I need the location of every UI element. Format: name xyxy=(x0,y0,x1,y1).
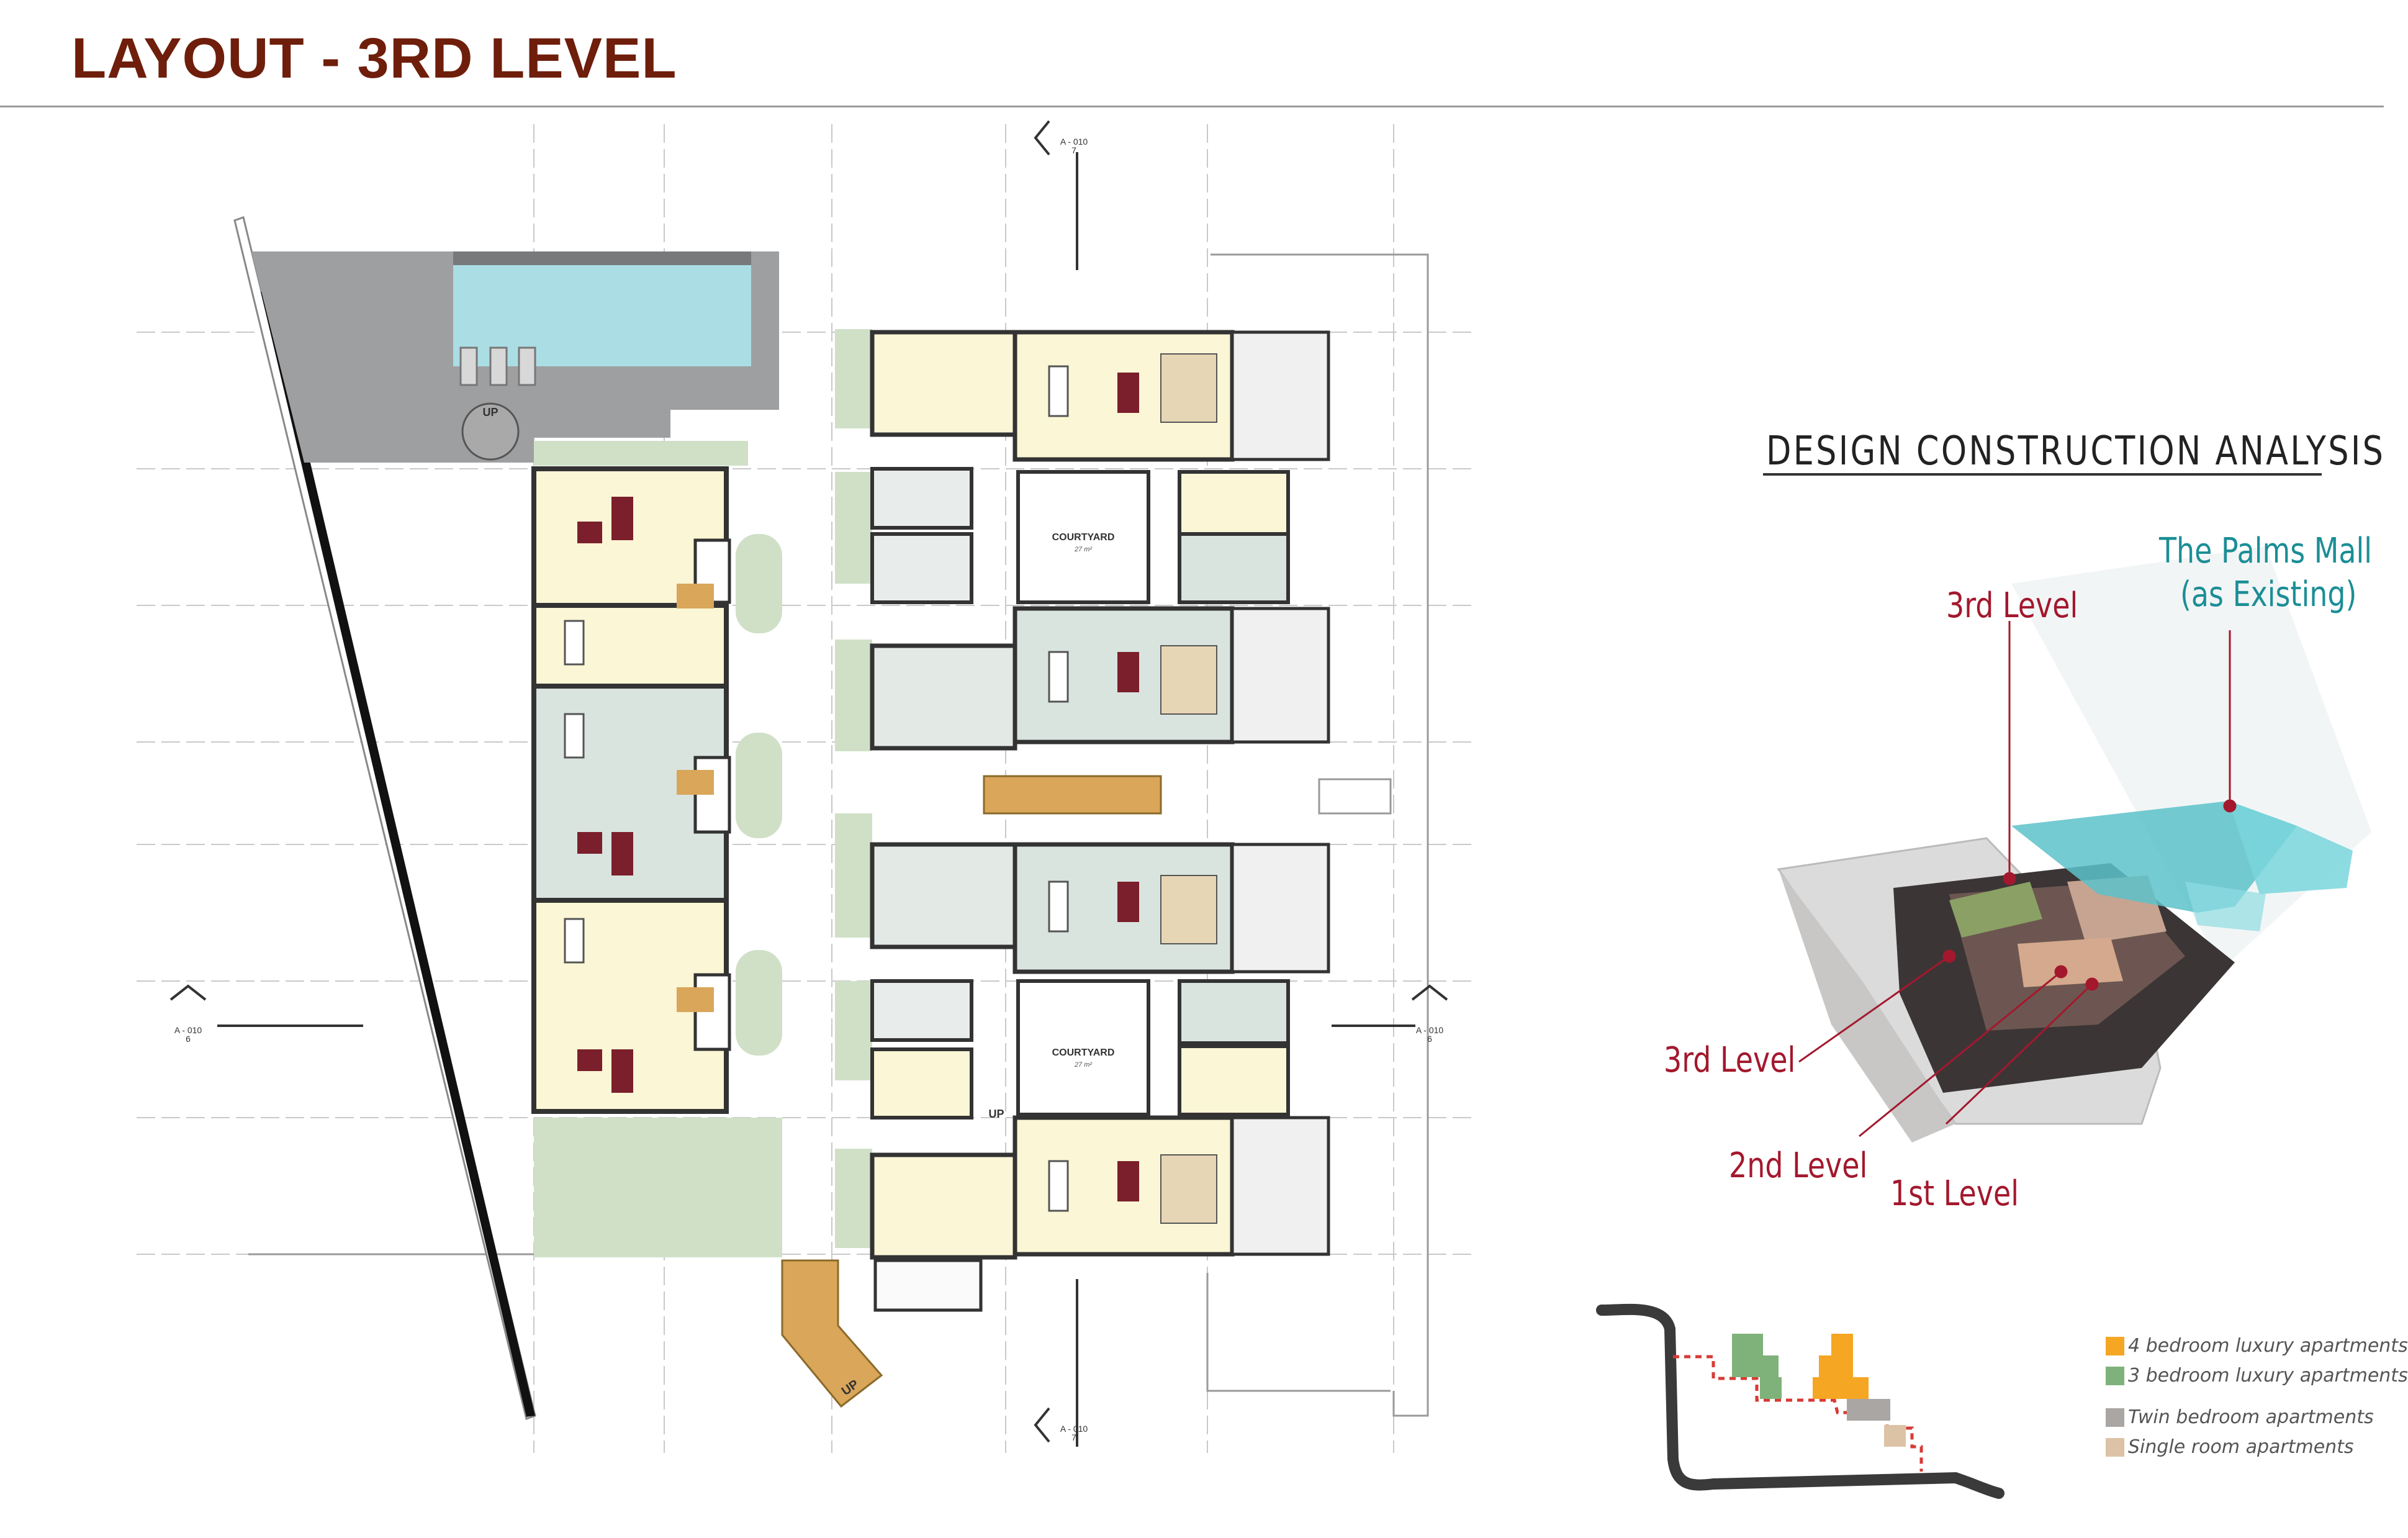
landscape xyxy=(534,329,872,1257)
mall-label-line2: (as Existing) xyxy=(2180,574,2357,615)
legend-swatch-orange xyxy=(2106,1336,2124,1355)
mall-label-line1: The Palms Mall xyxy=(2159,531,2373,571)
spiral-stair-up-label: UP xyxy=(482,406,498,418)
analysis-title: DESIGN CONSTRUCTION ANALYSIS xyxy=(1766,428,2386,474)
courtyard-label-1: COURTYARD xyxy=(1052,532,1115,543)
section-marker-bottom-ref: A - 010 xyxy=(1060,1424,1088,1434)
sun-loungers xyxy=(459,346,536,386)
stair-up-label-2: UP xyxy=(988,1108,1004,1120)
legend-label: Twin bedroom apartments xyxy=(2128,1406,2374,1428)
legend-item-3-bedroom: 3 bedroom luxury apartments xyxy=(2106,1365,2408,1386)
title-divider xyxy=(0,106,2384,107)
west-building xyxy=(531,466,731,1114)
section-marker-top-num: 7 xyxy=(1071,145,1076,155)
page-title: LAYOUT - 3RD LEVEL xyxy=(71,27,677,90)
legend-item-single-room: Single room apartments xyxy=(2106,1436,2354,1458)
section-marker-right-ref: A - 010 xyxy=(1416,1025,1444,1035)
east-building-bottom xyxy=(870,842,1330,1312)
legend-label: Single room apartments xyxy=(2128,1436,2354,1458)
boundary-wall xyxy=(261,292,535,1417)
site-sketch xyxy=(1596,1303,2004,1499)
section-markers xyxy=(169,120,1448,1447)
section-marker-right-num: 6 xyxy=(1427,1034,1432,1044)
legend-label: 3 bedroom luxury apartments xyxy=(2128,1365,2408,1386)
courtyard-area-2: 27 m² xyxy=(1074,1061,1092,1069)
section-marker-left-num: 6 xyxy=(186,1034,191,1044)
dining-tables xyxy=(564,365,1069,1212)
section-marker-bottom-num: 7 xyxy=(1071,1432,1076,1442)
level2-label: 2nd Level xyxy=(1729,1146,1868,1186)
central-stair xyxy=(983,775,1162,815)
legend-swatch-grey xyxy=(2106,1408,2124,1427)
legend-swatch-green xyxy=(2106,1366,2124,1385)
exterior-stair xyxy=(781,1259,883,1408)
level3-top-label: 3rd Level xyxy=(1946,586,2078,626)
courtyard-label-2: COURTYARD xyxy=(1052,1047,1115,1058)
section-marker-top-ref: A - 010 xyxy=(1060,137,1088,147)
section-marker-left-ref: A - 010 xyxy=(174,1025,202,1035)
analysis-title-underline xyxy=(1763,473,2322,476)
legend-item-twin-bedroom: Twin bedroom apartments xyxy=(2106,1406,2374,1428)
legend-swatch-beige xyxy=(2106,1437,2124,1457)
courtyard-area-1: 27 m² xyxy=(1074,546,1092,553)
legend-item-4-bedroom: 4 bedroom luxury apartments xyxy=(2106,1335,2408,1357)
legend-label: 4 bedroom luxury apartments xyxy=(2128,1335,2408,1357)
massing-diagram xyxy=(1777,546,2371,1142)
level3-label: 3rd Level xyxy=(1664,1040,1796,1080)
massing-callouts xyxy=(1798,621,2237,1138)
sofas xyxy=(1160,353,1217,1224)
level1-label: 1st Level xyxy=(1890,1174,2019,1214)
spiral-stair xyxy=(461,402,520,461)
